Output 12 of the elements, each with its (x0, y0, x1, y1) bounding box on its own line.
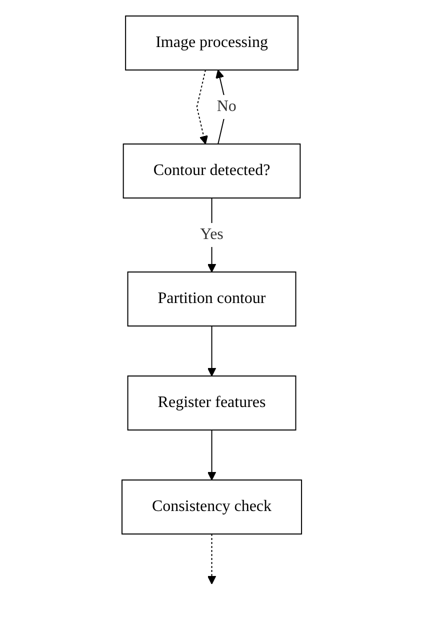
arrow (208, 326, 216, 376)
arrow (208, 430, 216, 480)
node-box: Partition contour (128, 272, 296, 326)
node-box: Contour detected? (123, 144, 301, 198)
arrow (196, 70, 208, 144)
edge-label: Yes (200, 226, 224, 243)
edge-label: No (217, 98, 237, 115)
node-box: Consistency check (122, 480, 302, 534)
arrow (208, 534, 216, 584)
node-box: Register features (128, 376, 296, 430)
node-box: Image processing (125, 16, 299, 70)
arrow (208, 198, 216, 272)
